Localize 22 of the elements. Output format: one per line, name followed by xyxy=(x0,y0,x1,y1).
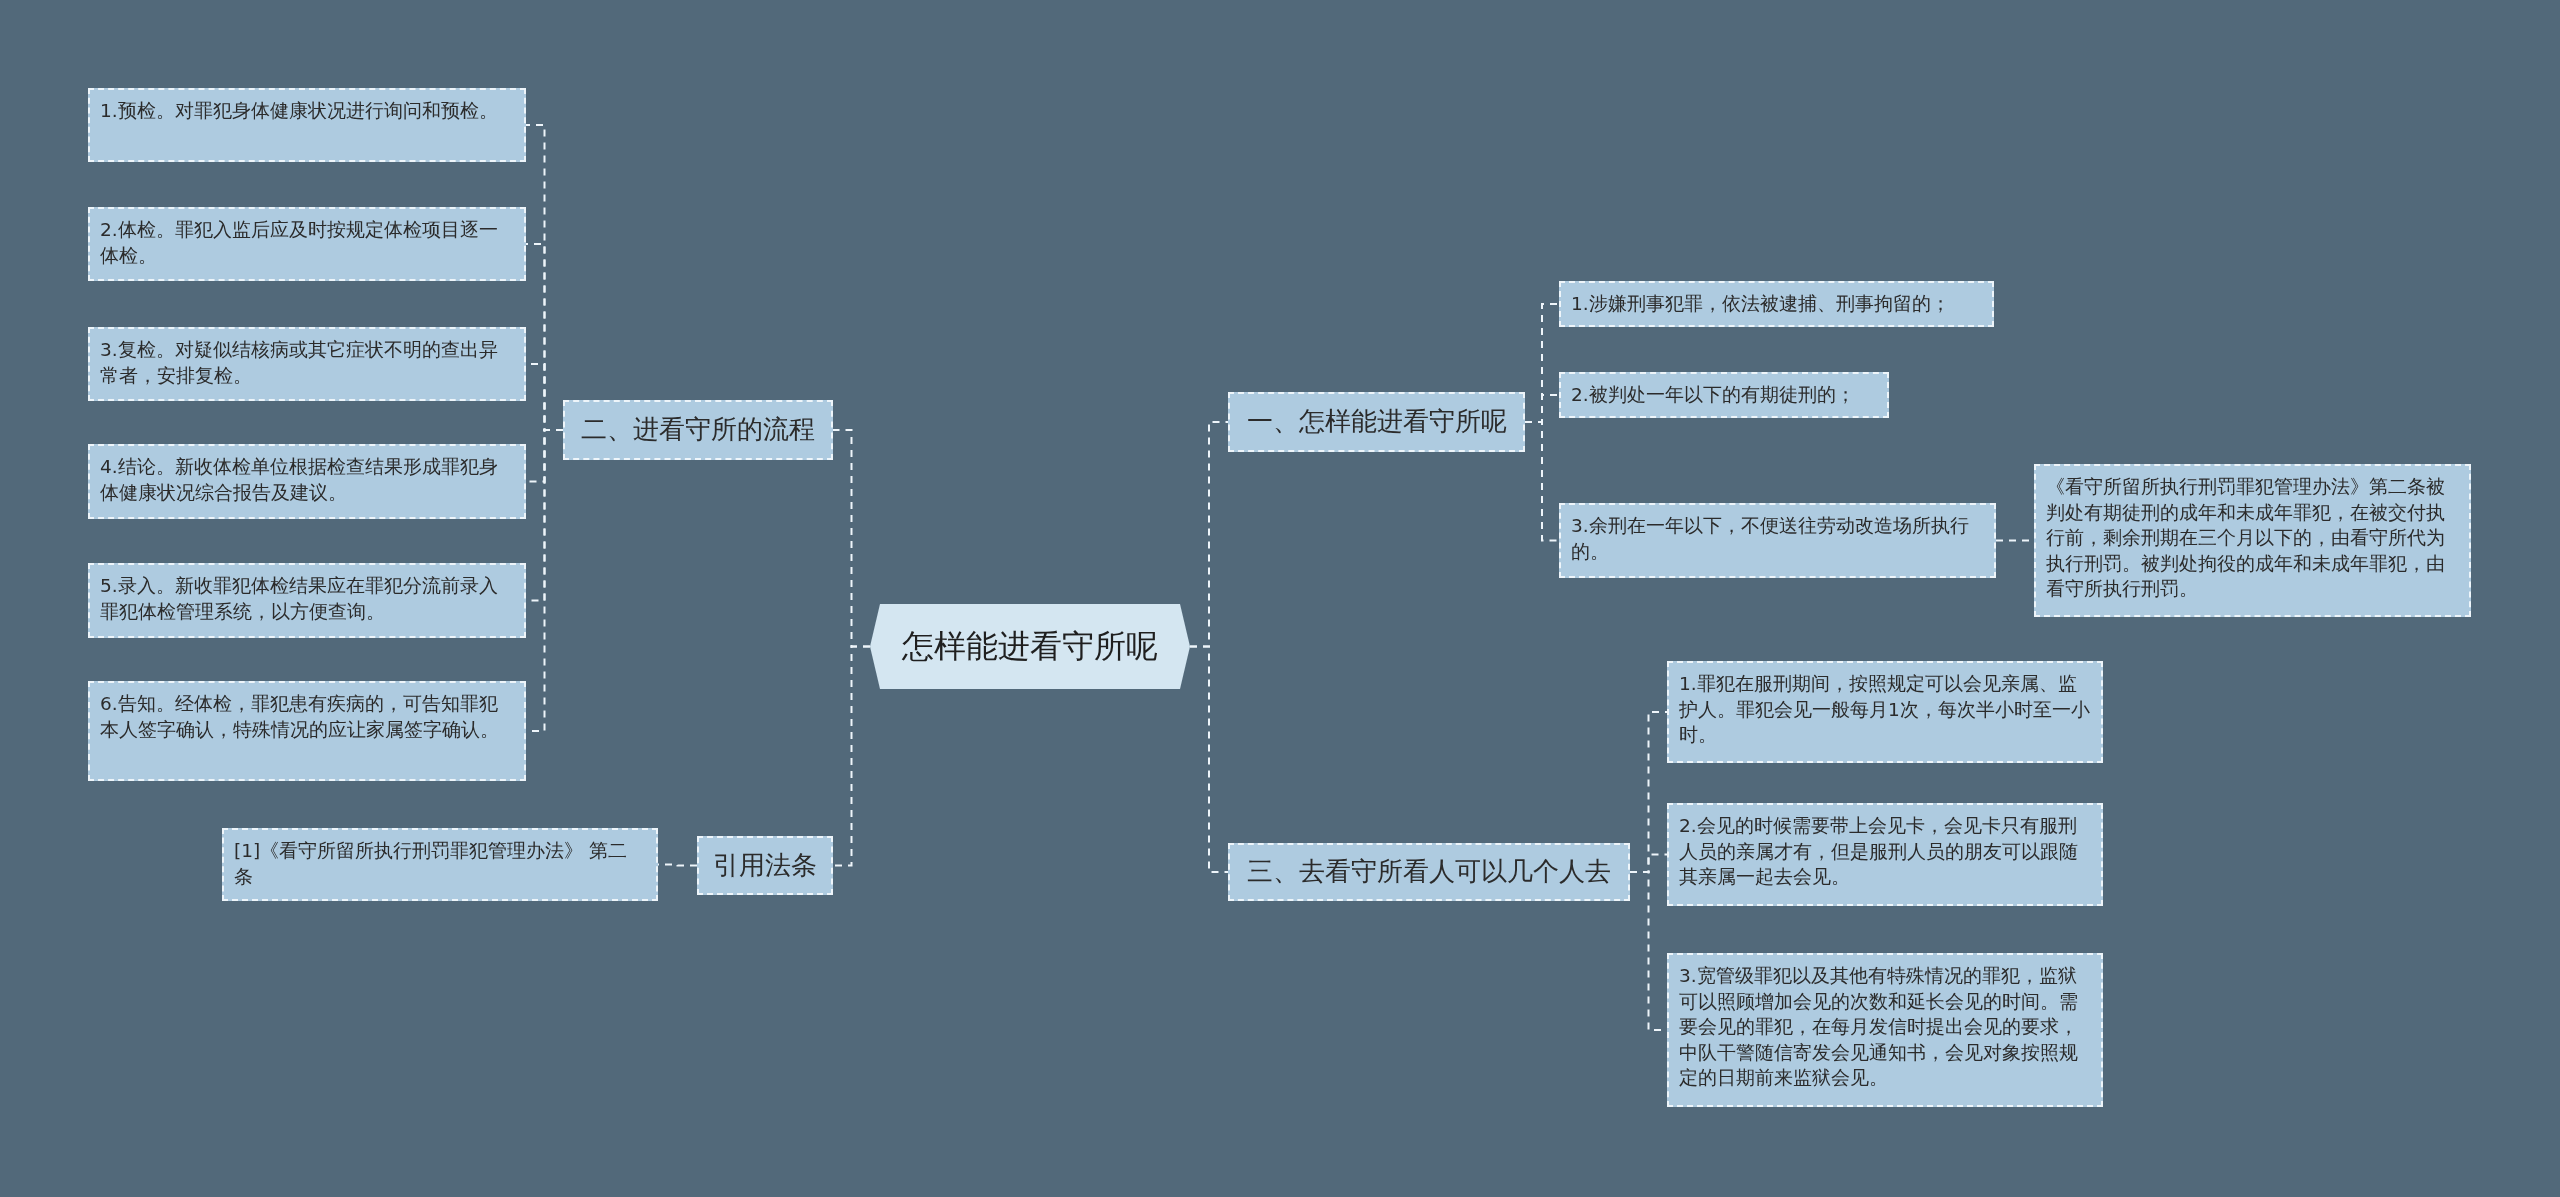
detail-card: 2.被判处一年以下的有期徒刑的； xyxy=(1559,372,1889,418)
detail-card: 2.体检。罪犯入监后应及时按规定体检项目逐一体检。 xyxy=(88,207,526,281)
detail-card: 3.宽管级罪犯以及其他有特殊情况的罪犯，监狱可以照顾增加会见的次数和延长会见的时间。需要会见的罪犯，在每月发信时提出会见的要求，中队干警随信寄发会见通知书，会见对象按照规定的日期前来监狱会见。 xyxy=(1667,953,2103,1107)
branch-topic: 引用法条 xyxy=(697,836,833,895)
connector-line xyxy=(832,645,871,867)
connector-line xyxy=(1189,645,1229,873)
central-topic-text: 怎样能进看守所呢 xyxy=(902,625,1158,667)
detail-card: 3.余刑在一年以下，不便送往劳动改造场所执行的。 xyxy=(1559,503,1996,578)
detail-card: 1.预检。对罪犯身体健康状况进行询问和预检。 xyxy=(88,88,526,162)
detail-card: 4.结论。新收体检单位根据检查结果形成罪犯身体健康状况综合报告及建议。 xyxy=(88,444,526,519)
detail-card: [1]《看守所留所执行刑罚罪犯管理办法》 第二条 xyxy=(222,828,658,901)
detail-card: 5.录入。新收罪犯体检结果应在罪犯分流前录入罪犯体检管理系统，以方便查询。 xyxy=(88,563,526,638)
detail-card: 1.罪犯在服刑期间，按照规定可以会见亲属、监护人。罪犯会见一般每月1次，每次半小时至一小时。 xyxy=(1667,661,2103,763)
detail-card: 6.告知。经体检，罪犯患有疾病的，可告知罪犯本人签字确认，特殊情况的应让家属签字确认。 xyxy=(88,681,526,781)
detail-card: 2.会见的时候需要带上会见卡，会见卡只有服刑人员的亲属才有，但是服刑人员的朋友可以跟随其亲属一起去会见。 xyxy=(1667,803,2103,906)
branch-topic: 三、去看守所看人可以几个人去 xyxy=(1228,843,1630,901)
detail-card: 1.涉嫌刑事犯罪，依法被逮捕、刑事拘留的； xyxy=(1559,281,1994,327)
branch-topic: 一、怎样能进看守所呢 xyxy=(1228,392,1525,452)
connector-line xyxy=(1524,421,1560,542)
detail-card: 3.复检。对疑似结核病或其它症状不明的查出异常者，安排复检。 xyxy=(88,327,526,401)
branch-topic: 二、进看守所的流程 xyxy=(563,400,833,460)
detail-card: 《看守所留所执行刑罚罪犯管理办法》第二条被判处有期徒刑的成年和未成年罪犯，在被交付执行前，剩余刑期在三个月以下的，由看守所代为执行刑罚。被判处拘役的成年和未成年罪犯，由看守所执行刑罚。 xyxy=(2034,464,2471,617)
